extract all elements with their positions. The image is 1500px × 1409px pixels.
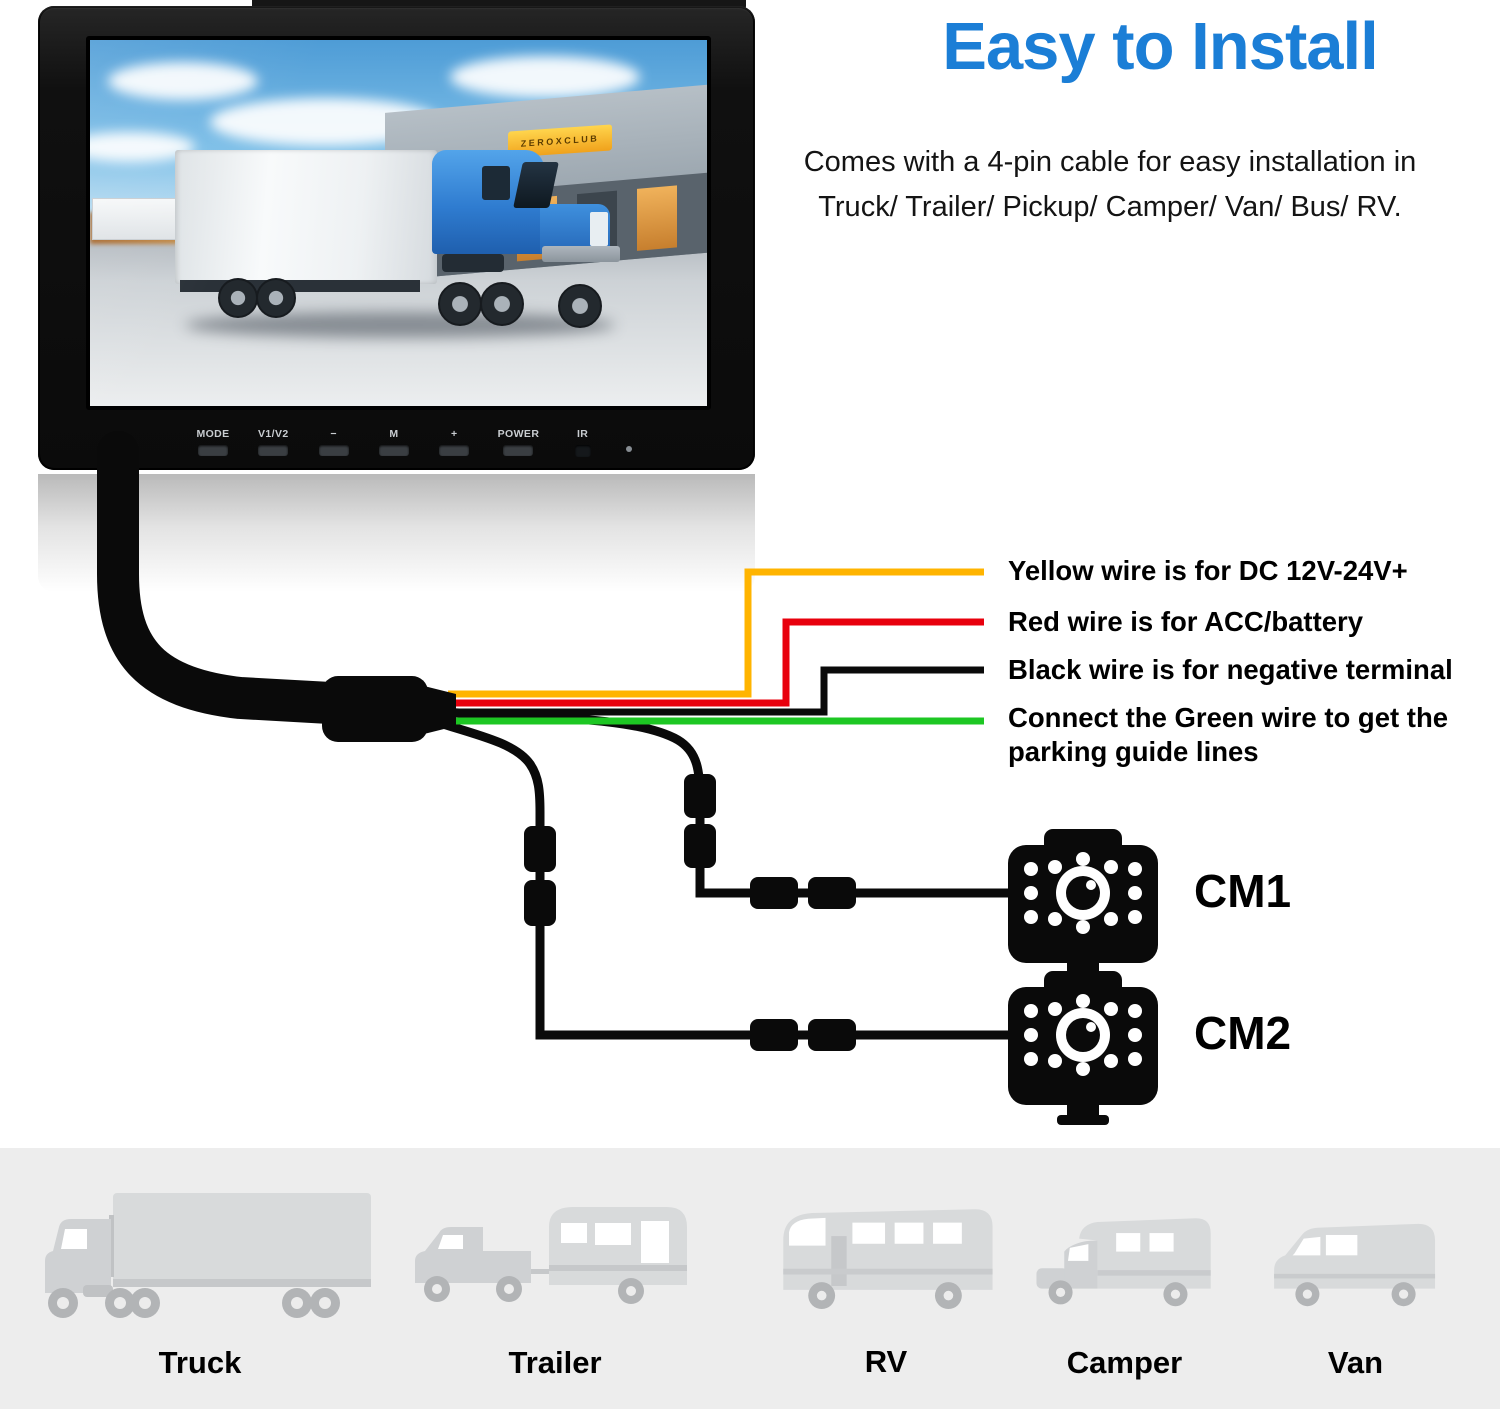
inline-connector [524,880,556,926]
button-label: V1/V2 [258,428,289,440]
truck-side-window [482,166,510,200]
black-wire [448,666,984,716]
button-label: MODE [196,428,230,440]
monitor-screen: ZEROXCLUB [86,36,711,410]
inline-connector [750,1019,798,1051]
vehicle-label: Trailer [508,1345,602,1380]
wheel [558,284,602,328]
monitor-button-mode: MODE [196,428,230,456]
black-wire-label: Black wire is for negative terminal [1008,654,1453,685]
button-slot [378,445,409,456]
inline-connector [750,877,798,909]
wheel [256,278,296,318]
button-slot [198,445,228,456]
inline-connector [524,826,556,872]
camera2-cable [434,717,1010,1040]
vehicle-band: Truck Trailer [0,1148,1500,1409]
vehicle-truck: Truck [25,1175,375,1381]
truck-grille [590,212,608,246]
button-label: + [451,428,458,440]
vehicle-label: Camper [1066,1345,1183,1380]
ir-sensor-window [574,445,591,457]
vehicle-rv: RV [766,1190,1006,1380]
button-slot [318,445,349,456]
parked-trailer [92,198,184,240]
button-slot [503,445,534,456]
monitor: ZEROXCLUB [38,6,755,470]
monitor-button-plus: + [437,428,471,456]
button-slot [258,445,289,456]
screen-photo: ZEROXCLUB [90,40,707,406]
subtitle: Comes with a 4-pin cable for easy instal… [750,140,1470,230]
monitor-button-v1v2: V1/V2 [256,428,290,456]
cm2-label: CM2 [1194,1007,1292,1059]
vehicle-label: RV [864,1344,908,1379]
wheel [480,282,524,326]
button-slot [439,445,470,456]
red-wire-label: Red wire is for ACC/battery [1008,606,1364,637]
inline-connector [808,877,856,909]
vehicle-van: Van [1263,1196,1448,1381]
screen-glare [90,40,707,406]
camera-cm2 [1008,971,1158,1125]
cable-splitter [322,676,428,742]
cm1-label: CM1 [1194,865,1292,917]
button-label: M [389,428,399,440]
power-led [625,446,632,452]
vehicle-trailer: Trailer [405,1185,705,1381]
truck-fuel-tank [442,254,504,272]
monitor-reflection [38,474,755,592]
monitor-button-menu: M [377,428,411,456]
camera1-cable [439,707,1010,898]
van-illustration [1274,1223,1436,1307]
truck-shadow [185,312,615,338]
semi-trailer [175,150,437,284]
truck-bumper [542,246,620,262]
camera-cm1 [1008,829,1158,983]
button-label: POWER [497,428,540,440]
vehicle-camper: Camper [1027,1196,1222,1381]
ir-sensor: IR [566,428,600,457]
yellow-wire-label: Yellow wire is for DC 12V-24V+ [1008,555,1408,586]
easy-install-title: Easy to Install [942,9,1379,84]
inline-connector [808,1019,856,1051]
cloud [450,56,640,98]
cable-splitter-nose [424,686,456,734]
inline-connector [684,774,716,818]
red-wire [448,618,984,707]
rv-illustration [783,1209,993,1310]
inline-connector [684,824,716,868]
green-wire-label: Connect the Green wire to get the parkin… [1008,702,1449,767]
monitor-button-minus: − [317,428,351,456]
monitor-button-power: POWER [498,428,540,456]
subtitle-line2: Truck/ Trailer/ Pickup/ Camper/ Van/ Bus… [818,190,1402,223]
vehicle-label: Van [1327,1345,1384,1380]
button-label: − [330,428,337,440]
monitor-controls: MODE V1/V2 − M + POWER [196,428,632,457]
vehicle-label: Truck [158,1345,242,1380]
camper-illustration [1036,1218,1211,1307]
subtitle-line1: Comes with a 4-pin cable for easy instal… [803,146,1417,178]
trailer-illustration [415,1207,687,1304]
button-label: IR [576,428,589,440]
cloud [108,62,258,100]
truck-illustration [45,1193,371,1318]
